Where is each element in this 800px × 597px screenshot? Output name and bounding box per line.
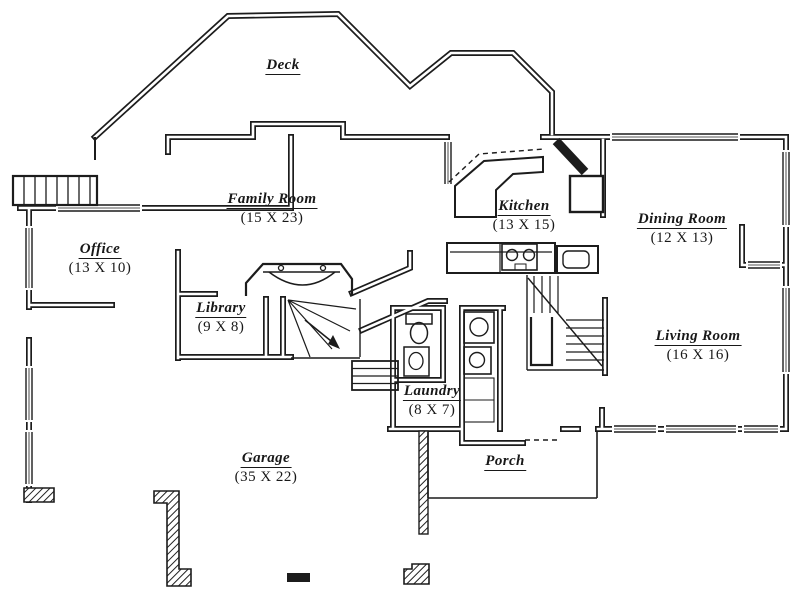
dryer-icon — [463, 346, 495, 423]
room-dims-kitchen: (13 X 15) — [492, 217, 556, 234]
room-label-family-room: Family Room (15 X 23) — [226, 190, 318, 228]
washer-icon — [463, 311, 495, 344]
kitchen-island-icon — [448, 148, 545, 218]
room-dims-dining-room: (12 X 13) — [650, 230, 714, 247]
fireplace-icon — [244, 262, 354, 296]
room-name-family-room: Family Room — [226, 191, 318, 210]
garage-east-wall — [418, 430, 429, 535]
hall-steps-icon — [351, 360, 399, 391]
room-label-laundry: Laundry (8 X 7) — [402, 382, 462, 420]
porch-outline — [427, 432, 598, 499]
room-label-garage: Garage (35 X 22) — [235, 449, 298, 487]
room-name-deck: Deck — [265, 57, 301, 76]
room-name-kitchen: Kitchen — [497, 198, 551, 217]
room-name-library: Library — [195, 300, 247, 319]
room-label-office: Office (13 X 10) — [69, 240, 132, 278]
kitchen-sink-icon — [556, 245, 599, 274]
room-label-porch: Porch — [484, 452, 526, 472]
room-label-living-room: Living Room (16 X 16) — [654, 327, 742, 365]
room-name-office: Office — [78, 241, 122, 260]
chimney-icon — [552, 137, 605, 214]
bath-sink-icon — [403, 346, 430, 377]
room-label-dining-room: Dining Room (12 X 13) — [636, 210, 728, 248]
room-name-laundry: Laundry — [402, 383, 462, 402]
toilet-icon — [405, 313, 433, 345]
room-label-library: Library (9 X 8) — [195, 299, 247, 337]
room-label-deck: Deck — [265, 56, 301, 76]
room-name-dining-room: Dining Room — [636, 211, 728, 230]
room-dims-family-room: (15 X 23) — [240, 210, 304, 227]
entry-steps-icon — [11, 137, 99, 207]
garage-pillars — [23, 487, 430, 587]
kitchen-counter-icon — [446, 242, 556, 274]
room-label-kitchen: Kitchen (13 X 15) — [493, 197, 556, 235]
room-name-porch: Porch — [484, 453, 526, 472]
room-dims-office: (13 X 10) — [68, 260, 132, 277]
room-name-garage: Garage — [240, 450, 292, 469]
stove-icon — [501, 243, 538, 271]
room-dims-library: (9 X 8) — [197, 319, 245, 336]
room-dims-living-room: (16 X 16) — [666, 347, 730, 364]
room-name-living-room: Living Room — [654, 328, 742, 347]
main-staircase-icon — [526, 275, 604, 371]
room-dims-laundry: (8 X 7) — [408, 402, 456, 419]
room-dims-garage: (35 X 22) — [234, 469, 298, 486]
curved-staircase-icon — [287, 299, 361, 359]
windows — [24, 132, 791, 486]
